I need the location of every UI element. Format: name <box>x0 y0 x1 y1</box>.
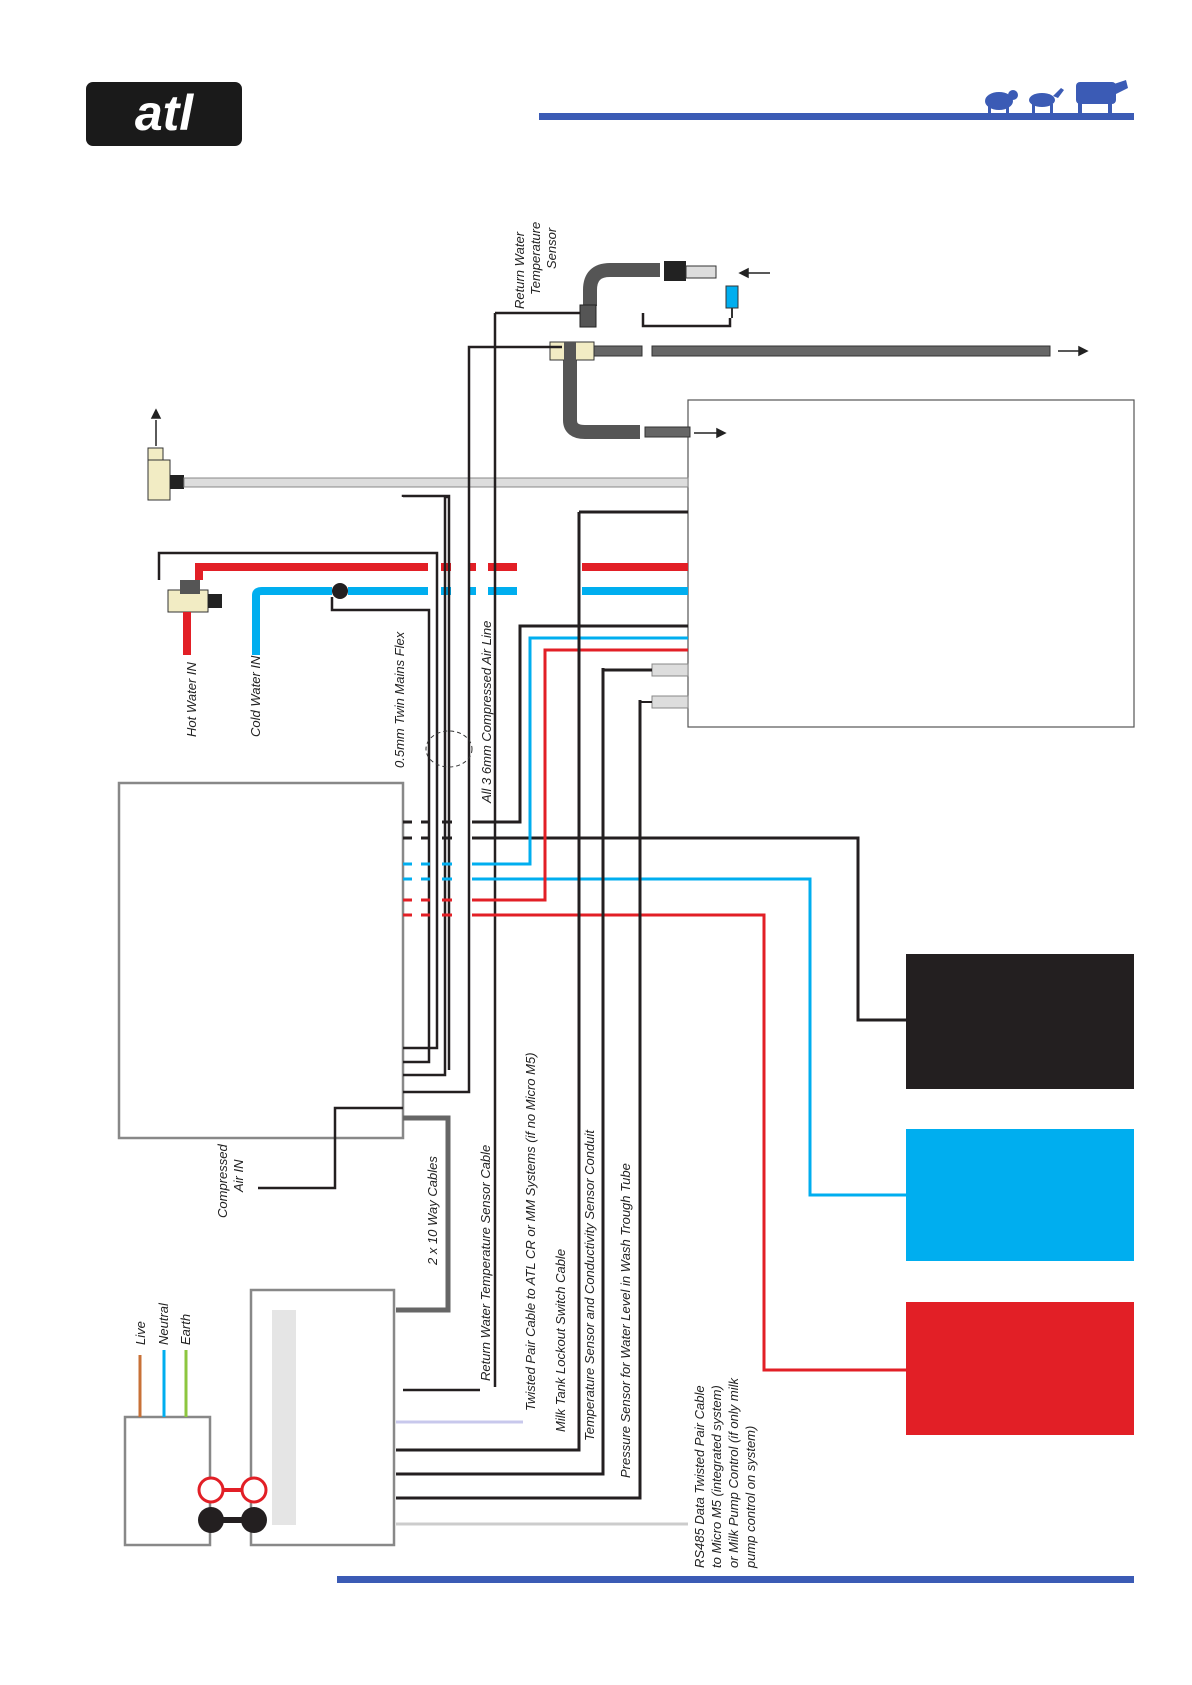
footer-rule <box>337 1576 1134 1583</box>
power-supply-panel <box>272 1310 296 1525</box>
livestock-icon <box>985 80 1128 114</box>
sensor-fittings <box>603 663 689 709</box>
earth-label: Earth <box>178 1314 193 1345</box>
wash-trough-unit <box>687 399 1135 728</box>
cold-water-line <box>252 587 688 655</box>
rs485-cable-label: RS485 Data Twisted Pair Cable to Micro M… <box>692 1374 758 1569</box>
ten-way-cables-label: 2 x 10 Way Cables <box>425 1156 440 1266</box>
red-module <box>906 1302 1134 1435</box>
signal-cables <box>396 624 906 1372</box>
air-outlet-fitting <box>147 447 689 501</box>
cold-water-valve <box>332 583 348 599</box>
neutral-label: Neutral <box>156 1302 171 1345</box>
pressure-sensor-label: Pressure Sensor for Water Level in Wash … <box>618 1163 633 1478</box>
return-water-temperature-sensor-label: Return Water Temperature Sensor <box>512 218 559 309</box>
mains-wires <box>138 1350 188 1417</box>
return-water-fittings <box>549 261 739 362</box>
logo-text: atl <box>135 85 194 141</box>
twin-mains-flex-label: 0.5mm Twin Mains Flex <box>392 631 407 768</box>
return-water-pipework <box>563 263 1051 439</box>
inlet-valve-fitting <box>167 580 222 613</box>
temp-conductivity-conduit-label: Temperature Sensor and Conductivity Sens… <box>582 1129 597 1441</box>
compressed-air-line-label: All 3 6mm Compressed Air Line <box>479 621 494 804</box>
return-water-temperature-sensor-cable-label: Return Water Temperature Sensor Cable <box>478 1145 493 1381</box>
twisted-pair-cable-label: Twisted Pair Cable to ATL CR or MM Syste… <box>523 1052 538 1411</box>
flow-arrows <box>150 267 1089 446</box>
wash-controller-box <box>117 781 405 1140</box>
black-module <box>906 954 1134 1089</box>
atl-logo: atl <box>86 82 242 146</box>
compressed-air-in-label: Compressed Air IN <box>215 1141 246 1218</box>
cable-group-highlight <box>425 730 473 768</box>
blue-module <box>906 1129 1134 1261</box>
milk-tank-lockout-label: Milk Tank Lockout Switch Cable <box>553 1249 568 1432</box>
mains-junction-box <box>123 1415 212 1547</box>
hot-water-in-label: Hot Water IN <box>184 661 199 737</box>
header-rule <box>539 113 1134 120</box>
terminal-block <box>197 1476 268 1533</box>
black-cables <box>157 311 732 1392</box>
sensor-conduits <box>396 510 688 1500</box>
cold-water-in-label: Cold Water IN <box>248 655 263 737</box>
live-label: Live <box>133 1321 148 1345</box>
